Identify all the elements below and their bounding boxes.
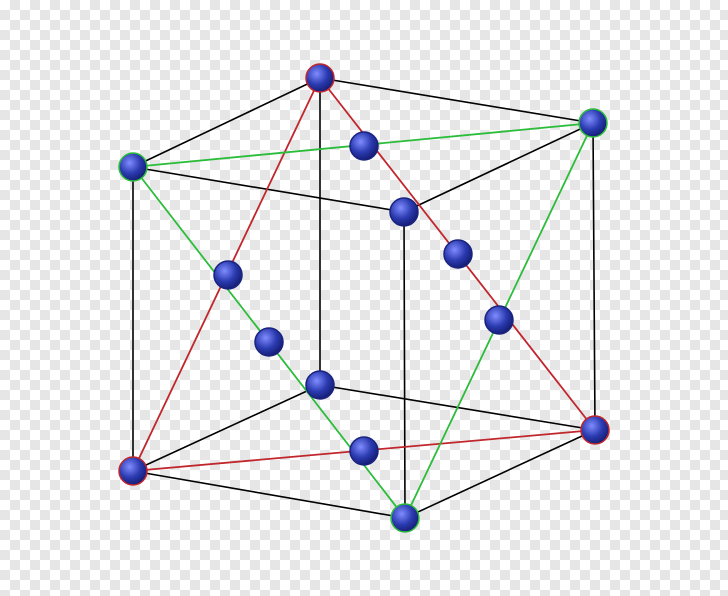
cube-edge: [132, 77, 321, 168]
corner-atom: [305, 63, 335, 93]
atoms: [118, 63, 610, 533]
corner-atom: [578, 108, 608, 138]
face-center-atom: [484, 305, 514, 335]
corner-atom: [580, 415, 610, 445]
cube-edge: [132, 384, 321, 472]
cube-edge: [403, 211, 406, 519]
corner-atom: [305, 370, 335, 400]
face-center-atom: [254, 327, 284, 357]
corner-atom: [389, 197, 419, 227]
cube-edge: [592, 122, 596, 431]
face-center-atom: [349, 436, 379, 466]
face-center-atom: [443, 239, 473, 269]
cube-edge: [319, 77, 594, 124]
face-center-atom: [213, 260, 243, 290]
corner-atom: [118, 152, 148, 182]
cube-edge: [403, 122, 594, 213]
cube-edge: [132, 470, 406, 519]
corner-atom: [390, 503, 420, 533]
face-center-atom: [349, 131, 379, 161]
cube-edge: [132, 166, 405, 213]
cube-edge: [404, 429, 596, 519]
corner-atom: [118, 456, 148, 486]
